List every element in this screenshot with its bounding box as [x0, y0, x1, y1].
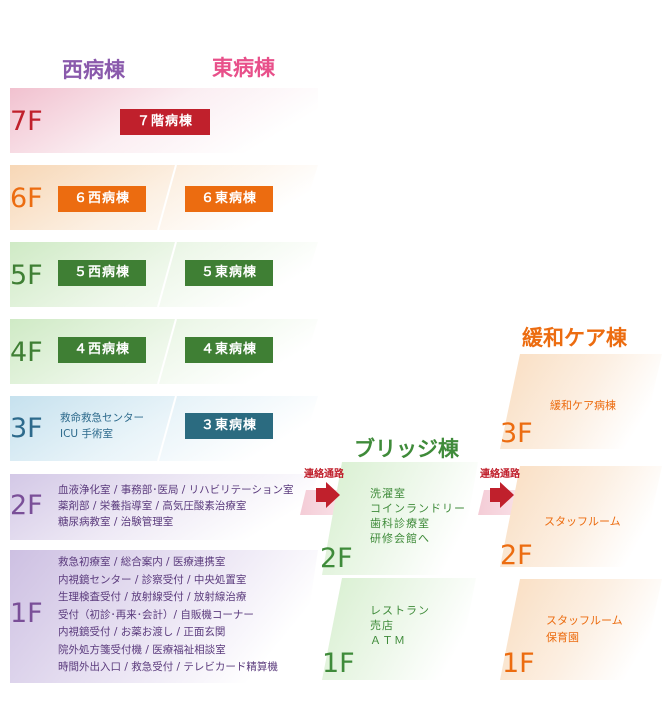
palliative-3f-info: 緩和ケア病棟: [550, 398, 616, 414]
bridge-floor-label-2f: 2F: [320, 543, 353, 574]
info-line: 生理検査受付 / 放射線受付 / 放射線治療: [58, 591, 247, 603]
floor-label-5f: 5F: [10, 260, 43, 291]
info-line: 緩和ケア病棟: [550, 399, 616, 412]
plate-palliative-3f: [500, 354, 662, 449]
bridge-1f-info: レストラン 売店 ＡＴＭ: [370, 603, 430, 648]
plate-3f: [10, 396, 318, 461]
bridge-2f-info: 洗濯室 コインランドリー 歯科診療室 研修会館へ: [370, 486, 466, 546]
ward-3-east-button[interactable]: ３東病棟: [185, 413, 273, 439]
plate-palliative-1f: [500, 579, 662, 680]
floor-label-3f: 3F: [10, 413, 43, 444]
palliative-1f-info: スタッフルーム 保育園: [546, 612, 623, 646]
palliative-2f-info: スタッフルーム: [544, 514, 621, 530]
ward-4-east-button[interactable]: ４東病棟: [185, 337, 273, 363]
floor-label-2f: 2F: [10, 490, 43, 521]
info-line: コインランドリー: [370, 502, 466, 515]
info-line: 時間外出入口 / 救急受付 / テレビカード精算機: [58, 661, 278, 673]
info-line: ＡＴＭ: [370, 634, 406, 647]
link-corridor-right-label: 連絡通路: [480, 469, 520, 480]
arrow-right-icon: [490, 482, 514, 508]
info-line: 救命救急センター: [60, 412, 144, 424]
bridge-building-title: ブリッジ棟: [354, 437, 459, 461]
info-line: 受付（初診･再来･会計）/ 自販機コーナー: [58, 608, 254, 621]
info-line: スタッフルーム: [546, 614, 623, 627]
plate-palliative-2f: [500, 466, 662, 567]
info-line: 売店: [370, 619, 394, 632]
info-line: 内視鏡センター / 診察受付 / 中央処置室: [58, 573, 247, 586]
plate-4f: [10, 319, 318, 384]
info-line: レストラン: [370, 604, 430, 617]
floor-label-1f: 1F: [10, 598, 43, 629]
ward-4-west-button[interactable]: ４西病棟: [58, 337, 146, 363]
plate-5f: [10, 242, 318, 307]
east-wing-title: 東病棟: [212, 56, 275, 80]
ward-5-east-button[interactable]: ５東病棟: [185, 260, 273, 286]
ward-5-west-button[interactable]: ５西病棟: [58, 260, 146, 286]
info-line: スタッフルーム: [544, 515, 621, 528]
info-line: 糖尿病教室 / 治験管理室: [58, 516, 174, 528]
palliative-floor-label-2f: 2F: [500, 540, 533, 571]
info-line: 洗濯室: [370, 487, 406, 500]
palliative-building-title: 緩和ケア棟: [522, 326, 627, 350]
palliative-floor-label-1f: 1F: [502, 648, 535, 679]
west-wing-title: 西病棟: [62, 58, 125, 82]
plate-bridge-2f: [322, 462, 478, 575]
floor-3f-west-info: 救命救急センター ICU 手術室: [60, 410, 144, 442]
info-line: ICU 手術室: [60, 428, 113, 440]
ward-6-west-button[interactable]: ６西病棟: [58, 186, 146, 212]
link-corridor-left-label: 連絡通路: [304, 469, 344, 480]
info-line: 保育園: [546, 631, 579, 644]
info-line: 内視鏡受付 / お薬お渡し / 正面玄関: [58, 626, 226, 638]
ward-7f-button[interactable]: ７階病棟: [120, 109, 210, 135]
floor-label-6f: 6F: [10, 183, 43, 214]
floor-label-4f: 4F: [10, 337, 43, 368]
info-line: 救急初療室 / 総合案内 / 医療連携室: [58, 556, 226, 568]
info-line: 研修会館へ: [370, 532, 430, 545]
floor-1f-info: 救急初療室 / 総合案内 / 医療連携室 内視鏡センター / 診察受付 / 中央…: [58, 554, 278, 677]
info-line: 歯科診療室: [370, 517, 430, 530]
info-line: 血液浄化室 / 事務部･医局 / リハビリテーション室: [58, 484, 294, 496]
arrow-right-icon: [316, 482, 340, 508]
plate-6f: [10, 165, 318, 230]
floor-label-7f: 7F: [10, 106, 43, 137]
info-line: 院外処方箋受付機 / 医療福祉相談室: [58, 643, 226, 656]
info-line: 薬剤部 / 栄養指導室 / 高気圧酸素治療室: [58, 500, 247, 512]
palliative-floor-label-3f: 3F: [500, 418, 533, 449]
ward-6-east-button[interactable]: ６東病棟: [185, 186, 273, 212]
plate-2f: [10, 474, 318, 540]
plate-1f: [10, 550, 318, 683]
plate-bridge-1f: [322, 578, 476, 680]
bridge-floor-label-1f: 1F: [322, 648, 355, 679]
floor-2f-info: 血液浄化室 / 事務部･医局 / リハビリテーション室 薬剤部 / 栄養指導室 …: [58, 482, 293, 530]
